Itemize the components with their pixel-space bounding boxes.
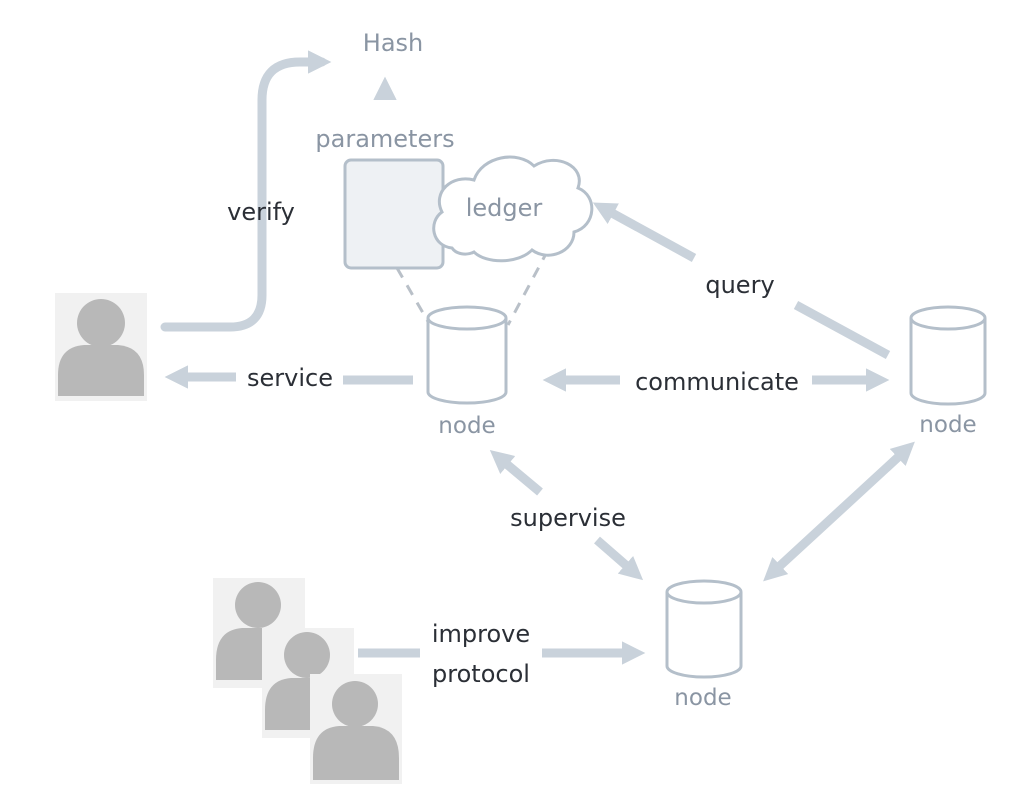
ledger-label: ledger xyxy=(465,194,543,222)
node-bottom-label: node xyxy=(674,685,732,711)
service-label: service xyxy=(247,364,333,392)
node-center-label: node xyxy=(438,413,496,439)
parameters-box xyxy=(343,158,445,270)
parameters-label: parameters xyxy=(315,125,455,153)
node-right-label: node xyxy=(919,412,977,438)
users-group-icon xyxy=(213,578,402,784)
query-arrow-upper xyxy=(592,202,697,262)
user-icon xyxy=(310,674,402,784)
verify-label: verify xyxy=(227,198,295,226)
user-icon xyxy=(55,293,147,401)
verify-arrow xyxy=(160,50,332,332)
cloud-icon xyxy=(432,155,594,263)
dashed-link-ledger xyxy=(506,249,550,326)
database-icon xyxy=(665,579,743,679)
improve-label: improve xyxy=(431,620,531,648)
hash-label: Hash xyxy=(362,29,424,57)
query-label: query xyxy=(705,271,775,299)
database-icon xyxy=(909,305,987,406)
right-bottom-arrow xyxy=(763,441,915,582)
supervise-label: supervise xyxy=(510,504,626,532)
supervise-arrow-lower xyxy=(594,536,644,581)
query-arrow-lower xyxy=(793,301,891,359)
communicate-label: communicate xyxy=(635,368,799,396)
dashed-link-parameters xyxy=(395,267,432,326)
supervise-arrow-upper xyxy=(489,449,543,496)
protocol-label: protocol xyxy=(432,660,530,688)
database-icon xyxy=(426,305,508,405)
